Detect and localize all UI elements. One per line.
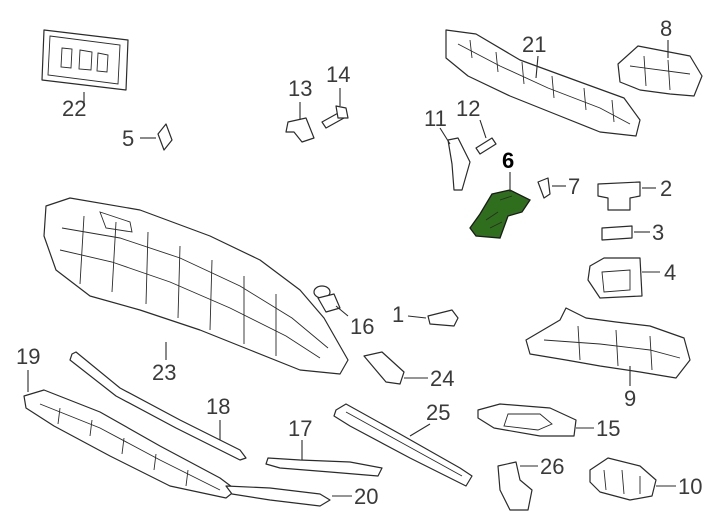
- label-16: 16: [350, 314, 374, 339]
- label-22: 22: [62, 96, 86, 121]
- label-3: 3: [652, 220, 664, 245]
- label-23: 23: [152, 360, 176, 385]
- part-12-screw: [475, 119, 497, 155]
- label-7: 7: [568, 174, 580, 199]
- part-4-trim: [587, 257, 660, 299]
- label-18: 18: [206, 394, 230, 419]
- label-2: 2: [660, 176, 672, 201]
- part-14-screw: [321, 88, 349, 129]
- label-8: 8: [660, 16, 672, 41]
- label-10: 10: [678, 474, 702, 499]
- label-5: 5: [122, 126, 134, 151]
- label-12: 12: [456, 96, 480, 121]
- label-6: 6: [502, 148, 514, 173]
- part-9-side-bracket: [525, 307, 691, 386]
- label-17: 17: [288, 416, 312, 441]
- part-19-spoiler: [23, 370, 237, 499]
- part-25-grille-strip: [333, 403, 473, 487]
- part-11-bracket: [439, 127, 471, 191]
- part-5-clip: [140, 123, 173, 151]
- label-1: 1: [392, 302, 404, 327]
- part-20-trim: [225, 485, 352, 507]
- part-6-highlighted-bracket: [469, 172, 531, 239]
- part-26-bracket: [497, 461, 538, 511]
- part-24-strip: [363, 351, 428, 385]
- label-26: 26: [540, 454, 564, 479]
- part-17-trim: [265, 440, 383, 477]
- part-8-bracket: [617, 40, 703, 97]
- part-7-screw: [537, 177, 566, 199]
- label-21: 21: [522, 32, 546, 57]
- part-15-fog-bezel: [477, 403, 594, 437]
- label-9: 9: [624, 386, 636, 411]
- label-13: 13: [288, 76, 312, 101]
- part-21-absorber: [445, 29, 641, 137]
- part-18-trim: [69, 351, 247, 461]
- part-16-plug: [313, 285, 349, 317]
- label-15: 15: [596, 416, 620, 441]
- part-13-bracket: [285, 102, 315, 143]
- part-22-badge: [41, 29, 129, 104]
- part-23-lower-grille: [43, 197, 349, 375]
- part-1-cap: [407, 309, 459, 327]
- part-3-clip: [601, 225, 650, 241]
- label-4: 4: [664, 260, 676, 285]
- label-24: 24: [430, 366, 454, 391]
- part-2-bracket: [597, 181, 656, 211]
- label-20: 20: [354, 484, 378, 509]
- label-11: 11: [424, 106, 447, 131]
- part-10-bracket: [589, 457, 676, 501]
- label-25: 25: [426, 400, 450, 425]
- label-14: 14: [326, 62, 350, 87]
- label-19: 19: [16, 344, 40, 369]
